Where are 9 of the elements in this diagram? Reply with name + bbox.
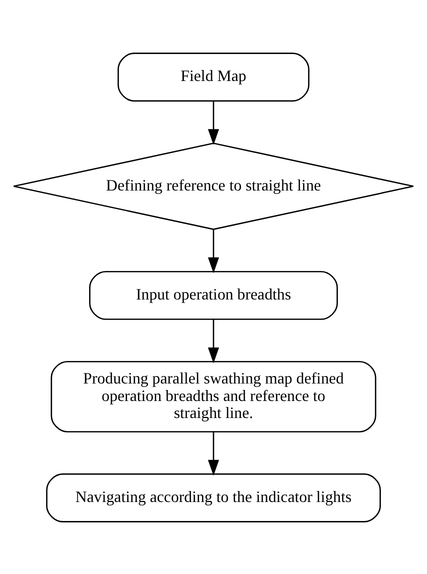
arrow bbox=[208, 319, 220, 363]
node-box: Field Map bbox=[118, 52, 310, 102]
arrow bbox=[208, 431, 220, 476]
arrow bbox=[208, 100, 220, 145]
node-box: Navigating according to the indicator lights bbox=[46, 472, 381, 522]
node-diamond: Defining reference to straight line bbox=[13, 142, 414, 230]
node-box: Producing parallel swathing map defined operation breadths and reference to straight line. bbox=[50, 360, 376, 432]
arrow bbox=[208, 229, 220, 273]
node-box: Input operation breadths bbox=[89, 270, 338, 320]
